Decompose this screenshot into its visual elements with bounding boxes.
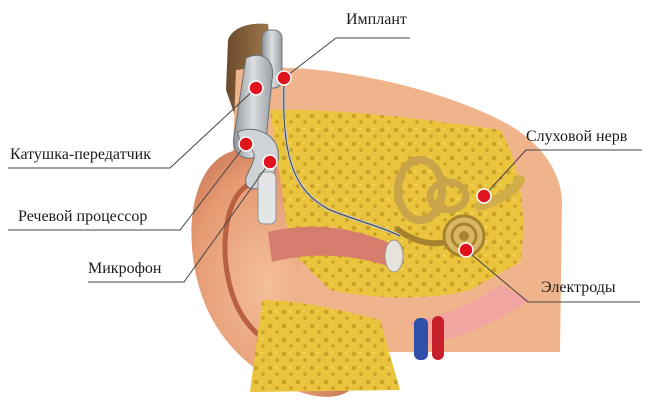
marker-coil [249,81,263,95]
marker-electrodes [459,243,473,257]
marker-microphone [263,155,277,169]
label-electrodes: Электроды [541,279,616,297]
marker-implant [277,71,291,85]
marker-processor [239,137,253,151]
label-processor: Речевой процессор [18,208,147,226]
blood-vessel-blue [414,318,428,360]
blood-vessel-red [432,316,444,360]
label-implant: Имплант [346,11,407,29]
label-nerve: Слуховой нерв [526,128,627,146]
label-coil: Катушка-передатчик [10,146,151,164]
eardrum [385,240,403,272]
marker-nerve [477,189,491,203]
microphone-ear-piece [258,172,276,224]
label-microphone: Микрофон [88,260,162,278]
